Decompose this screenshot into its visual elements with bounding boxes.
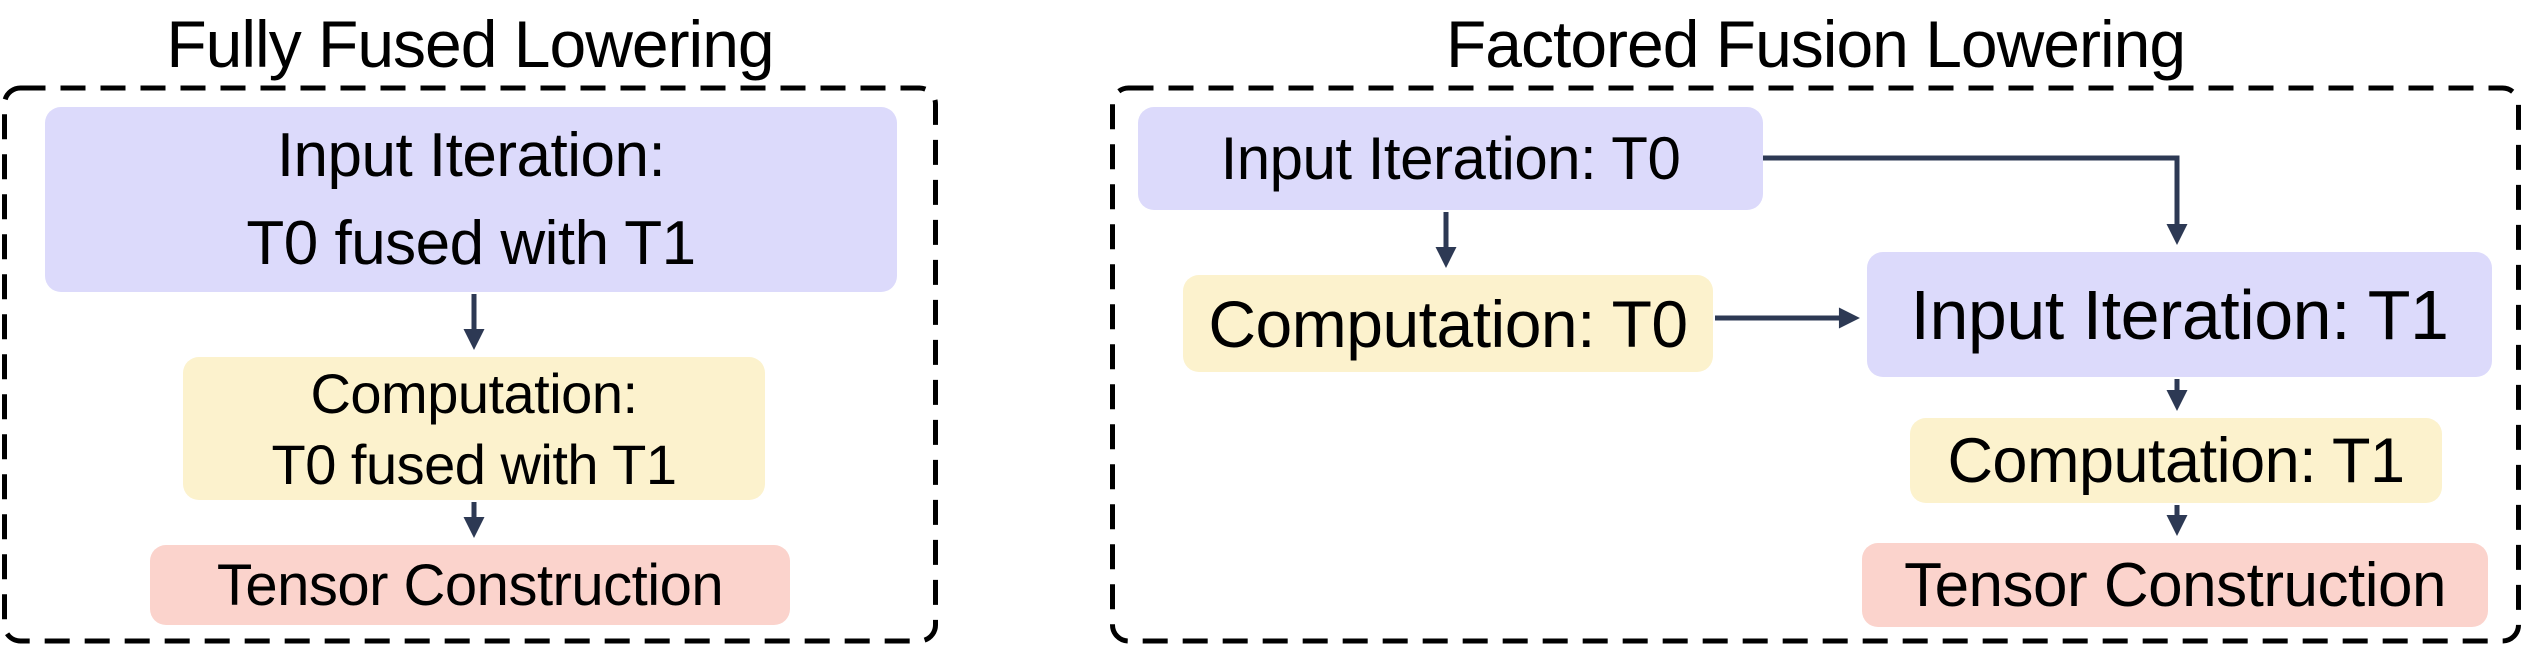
node-computation-fused: Computation: T0 fused with T1 <box>183 357 765 500</box>
node-label-line: Input Iteration: T1 <box>1910 275 2449 354</box>
node-label-line: T0 fused with T1 <box>246 208 696 278</box>
node-input-iteration-t0: Input Iteration: T0 <box>1138 107 1763 210</box>
arrow-right-iterationT0-to-iterationT1 <box>1763 155 2188 245</box>
node-input-iteration-fused: Input Iteration: T0 fused with T1 <box>45 107 897 292</box>
node-tensor-construction-left: Tensor Construction <box>150 545 790 625</box>
node-label-line: Computation: <box>310 361 638 425</box>
node-label-line: Input Iteration: <box>276 120 666 190</box>
fully-fused-panel-title: Fully Fused Lowering <box>166 7 774 81</box>
node-input-iteration-t1: Input Iteration: T1 <box>1867 252 2492 377</box>
node-label-line: Computation: T1 <box>1947 425 2405 496</box>
node-computation-t0: Computation: T0 <box>1183 275 1713 372</box>
factored-fusion-panel-title: Factored Fusion Lowering <box>1445 7 2186 81</box>
node-label-line: Input Iteration: T0 <box>1220 125 1681 192</box>
node-label-line: Tensor Construction <box>1904 550 2446 620</box>
fully-fused-panel-border <box>2 85 938 644</box>
node-computation-t1: Computation: T1 <box>1910 418 2442 503</box>
node-label-line: Computation: T0 <box>1208 286 1688 361</box>
node-label-line: Tensor Construction <box>216 552 724 618</box>
node-label-line: T0 fused with T1 <box>271 432 677 496</box>
flow-arrows <box>463 155 2188 538</box>
factored-fusion-panel-border <box>1110 85 2521 644</box>
node-tensor-construction-right: Tensor Construction <box>1862 543 2488 627</box>
